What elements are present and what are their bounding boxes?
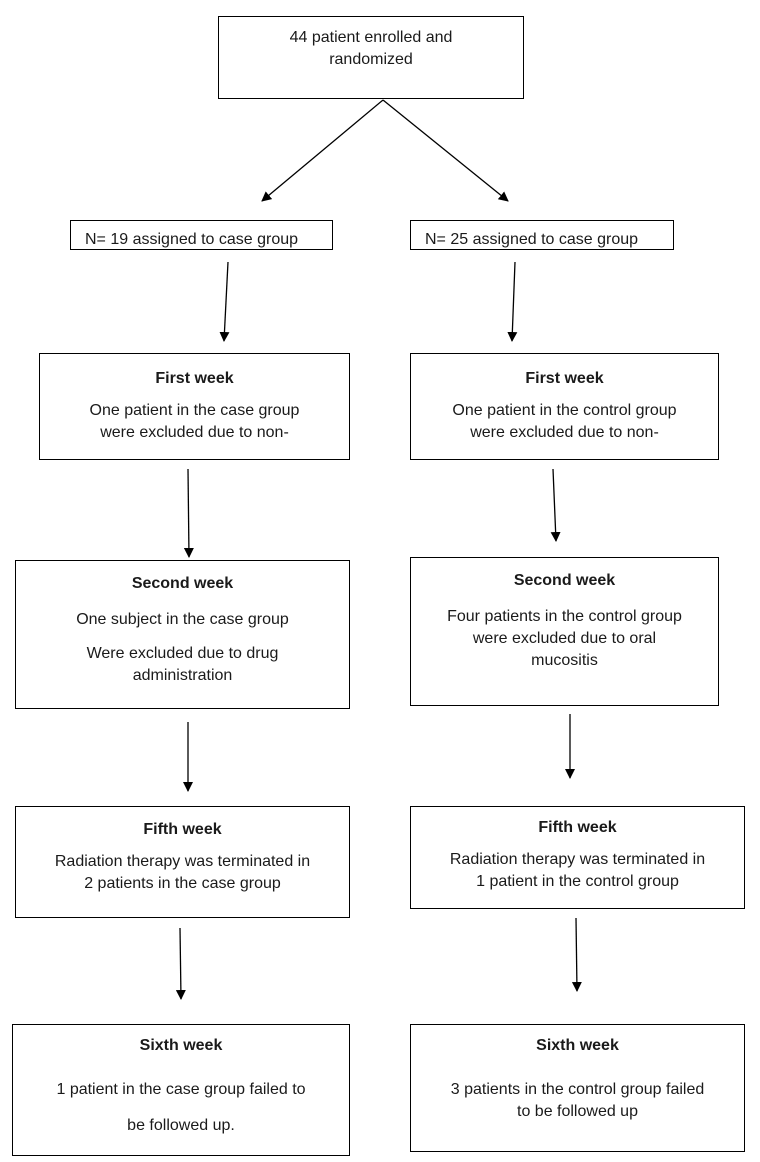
control-fifth-week-line-2: 1 patient in the control group	[476, 873, 679, 890]
control-second-week-title: Second week	[513, 572, 616, 589]
control-assignment-box: N= 25 assigned to case group	[410, 220, 674, 250]
control-first-week-title: First week	[525, 370, 604, 387]
arrow-control-assign-to-week1	[507, 261, 518, 342]
arrow-case-week5-to-week6	[175, 927, 186, 1000]
control-second-week-line-2: were excluded due to oral	[472, 630, 657, 647]
control-fifth-week-title: Fifth week	[538, 819, 617, 836]
control-sixth-week-line-2: to be followed up	[517, 1103, 638, 1120]
case-second-week-box: Second week One subject in the case grou…	[15, 560, 350, 709]
case-fifth-week-box: Fifth week Radiation therapy was termina…	[15, 806, 350, 918]
case-sixth-week-box: Sixth week 1 patient in the case group f…	[12, 1024, 350, 1156]
case-assignment-box: N= 19 assigned to case group	[70, 220, 333, 250]
case-first-week-title: First week	[155, 370, 234, 387]
arrow-case-week1-to-week2	[183, 468, 194, 558]
case-sixth-week-title: Sixth week	[139, 1037, 223, 1054]
control-sixth-week-line-1: 3 patients in the control group failed	[450, 1081, 705, 1098]
control-second-week-line-3: mucositis	[531, 652, 598, 669]
enrollment-line-2: randomized	[329, 51, 413, 68]
control-second-week-box: Second week Four patients in the control…	[410, 557, 719, 706]
control-first-week-line-2: were excluded due to non-	[470, 424, 659, 441]
arrow-enroll-to-control	[382, 99, 509, 202]
control-sixth-week-title: Sixth week	[536, 1037, 619, 1054]
case-second-week-line-3: administration	[132, 667, 233, 684]
case-first-week-line-1: One patient in the case group	[89, 402, 300, 419]
arrow-control-week1-to-week2	[550, 468, 561, 542]
enrollment-box: 44 patient enrolled and randomized	[218, 16, 524, 99]
case-assignment-label: N= 19 assigned to case group	[85, 231, 299, 248]
control-sixth-week-box: Sixth week 3 patients in the control gro…	[410, 1024, 745, 1152]
arrow-case-assign-to-week1	[219, 261, 230, 342]
case-sixth-week-line-1: 1 patient in the case group failed to	[56, 1081, 306, 1098]
case-second-week-title: Second week	[131, 575, 234, 592]
control-fifth-week-box: Fifth week Radiation therapy was termina…	[410, 806, 745, 909]
case-sixth-week-line-2: be followed up.	[127, 1117, 235, 1134]
case-first-week-line-2: were excluded due to non-	[100, 424, 289, 441]
case-fifth-week-title: Fifth week	[143, 821, 222, 838]
case-fifth-week-line-2: 2 patients in the case group	[84, 875, 281, 892]
case-second-week-line-1: One subject in the case group	[76, 611, 289, 628]
control-first-week-box: First week One patient in the control gr…	[410, 353, 719, 460]
case-second-week-line-2: Were excluded due to drug	[86, 645, 279, 662]
case-first-week-box: First week One patient in the case group…	[39, 353, 350, 460]
case-fifth-week-line-1: Radiation therapy was terminated in	[54, 853, 311, 870]
arrow-enroll-to-case	[261, 99, 384, 202]
arrow-control-week5-to-week6	[571, 917, 582, 992]
control-assignment-label: N= 25 assigned to case group	[425, 231, 639, 248]
enrollment-line-1: 44 patient enrolled and	[289, 29, 453, 46]
control-second-week-line-1: Four patients in the control group	[447, 608, 682, 625]
control-fifth-week-line-1: Radiation therapy was terminated in	[449, 851, 706, 868]
control-first-week-line-1: One patient in the control group	[452, 402, 677, 419]
